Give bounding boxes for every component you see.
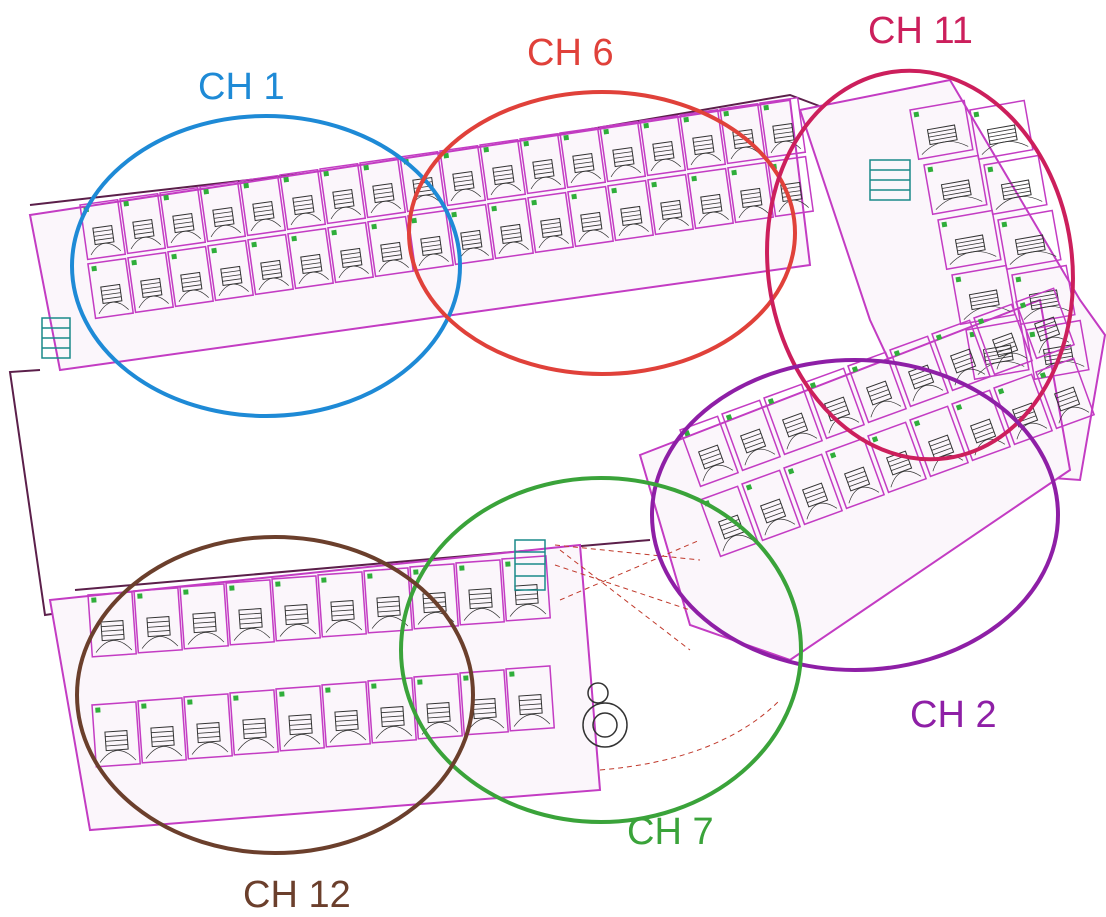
room	[239, 174, 287, 237]
zone-label-ch12: CH 12	[243, 874, 351, 916]
room	[741, 469, 802, 542]
room	[271, 575, 322, 642]
room	[319, 162, 367, 225]
room	[321, 681, 372, 748]
zone-label-ch11: CH 11	[868, 10, 973, 52]
room	[87, 591, 138, 658]
room	[317, 571, 368, 638]
zone-label-ch1: CH 1	[198, 66, 285, 108]
room	[229, 689, 280, 756]
room	[159, 186, 207, 249]
room	[167, 245, 215, 308]
room	[127, 251, 175, 314]
room	[91, 701, 142, 768]
room	[225, 579, 276, 646]
zone-label-ch6: CH 6	[527, 32, 614, 74]
room	[455, 559, 506, 626]
room	[447, 203, 495, 266]
zone-circles	[70, 68, 1075, 855]
room	[951, 264, 1016, 326]
room	[79, 198, 127, 261]
zone-ch11-circle	[765, 68, 1075, 462]
room	[937, 209, 1002, 271]
room	[199, 180, 247, 243]
zone-ch7-circle	[399, 476, 803, 824]
room	[247, 233, 295, 296]
room	[559, 126, 607, 189]
room	[679, 415, 740, 488]
room	[997, 209, 1062, 271]
room	[599, 120, 647, 183]
room	[805, 367, 866, 440]
room	[763, 383, 824, 456]
zone-label-ch7: CH 7	[627, 811, 714, 853]
room	[519, 132, 567, 195]
room	[479, 138, 527, 201]
room	[407, 209, 455, 272]
room	[133, 587, 184, 654]
tree-icon	[582, 682, 628, 748]
courtyard-lines	[554, 539, 781, 771]
room	[119, 192, 167, 255]
room	[639, 114, 687, 177]
room	[279, 168, 327, 231]
zone-ch1-circle	[70, 114, 462, 418]
room	[567, 185, 615, 248]
room	[909, 405, 970, 478]
room	[931, 319, 992, 392]
room	[647, 173, 695, 236]
room	[359, 156, 407, 219]
room	[439, 144, 487, 207]
room	[87, 257, 135, 320]
room	[287, 227, 335, 290]
room	[275, 685, 326, 752]
room	[923, 154, 988, 216]
room	[607, 179, 655, 242]
room	[183, 693, 234, 760]
south-wing	[48, 543, 602, 832]
room	[825, 437, 886, 510]
room	[687, 167, 735, 230]
room	[327, 221, 375, 284]
room	[505, 665, 556, 732]
zone-ch6-circle	[407, 90, 797, 376]
room	[973, 303, 1034, 376]
room	[137, 697, 188, 764]
room	[721, 399, 782, 472]
room	[527, 191, 575, 254]
zone-ch2-circle	[650, 358, 1060, 672]
room	[727, 161, 775, 224]
stairs	[41, 159, 911, 591]
room	[179, 583, 230, 650]
room	[487, 197, 535, 260]
room-grid	[79, 96, 1096, 768]
room	[207, 239, 255, 302]
zone-ch12-circle	[75, 535, 475, 855]
room	[909, 99, 974, 161]
room	[983, 154, 1048, 216]
room	[783, 453, 844, 526]
zone-label-ch2: CH 2	[910, 694, 997, 736]
